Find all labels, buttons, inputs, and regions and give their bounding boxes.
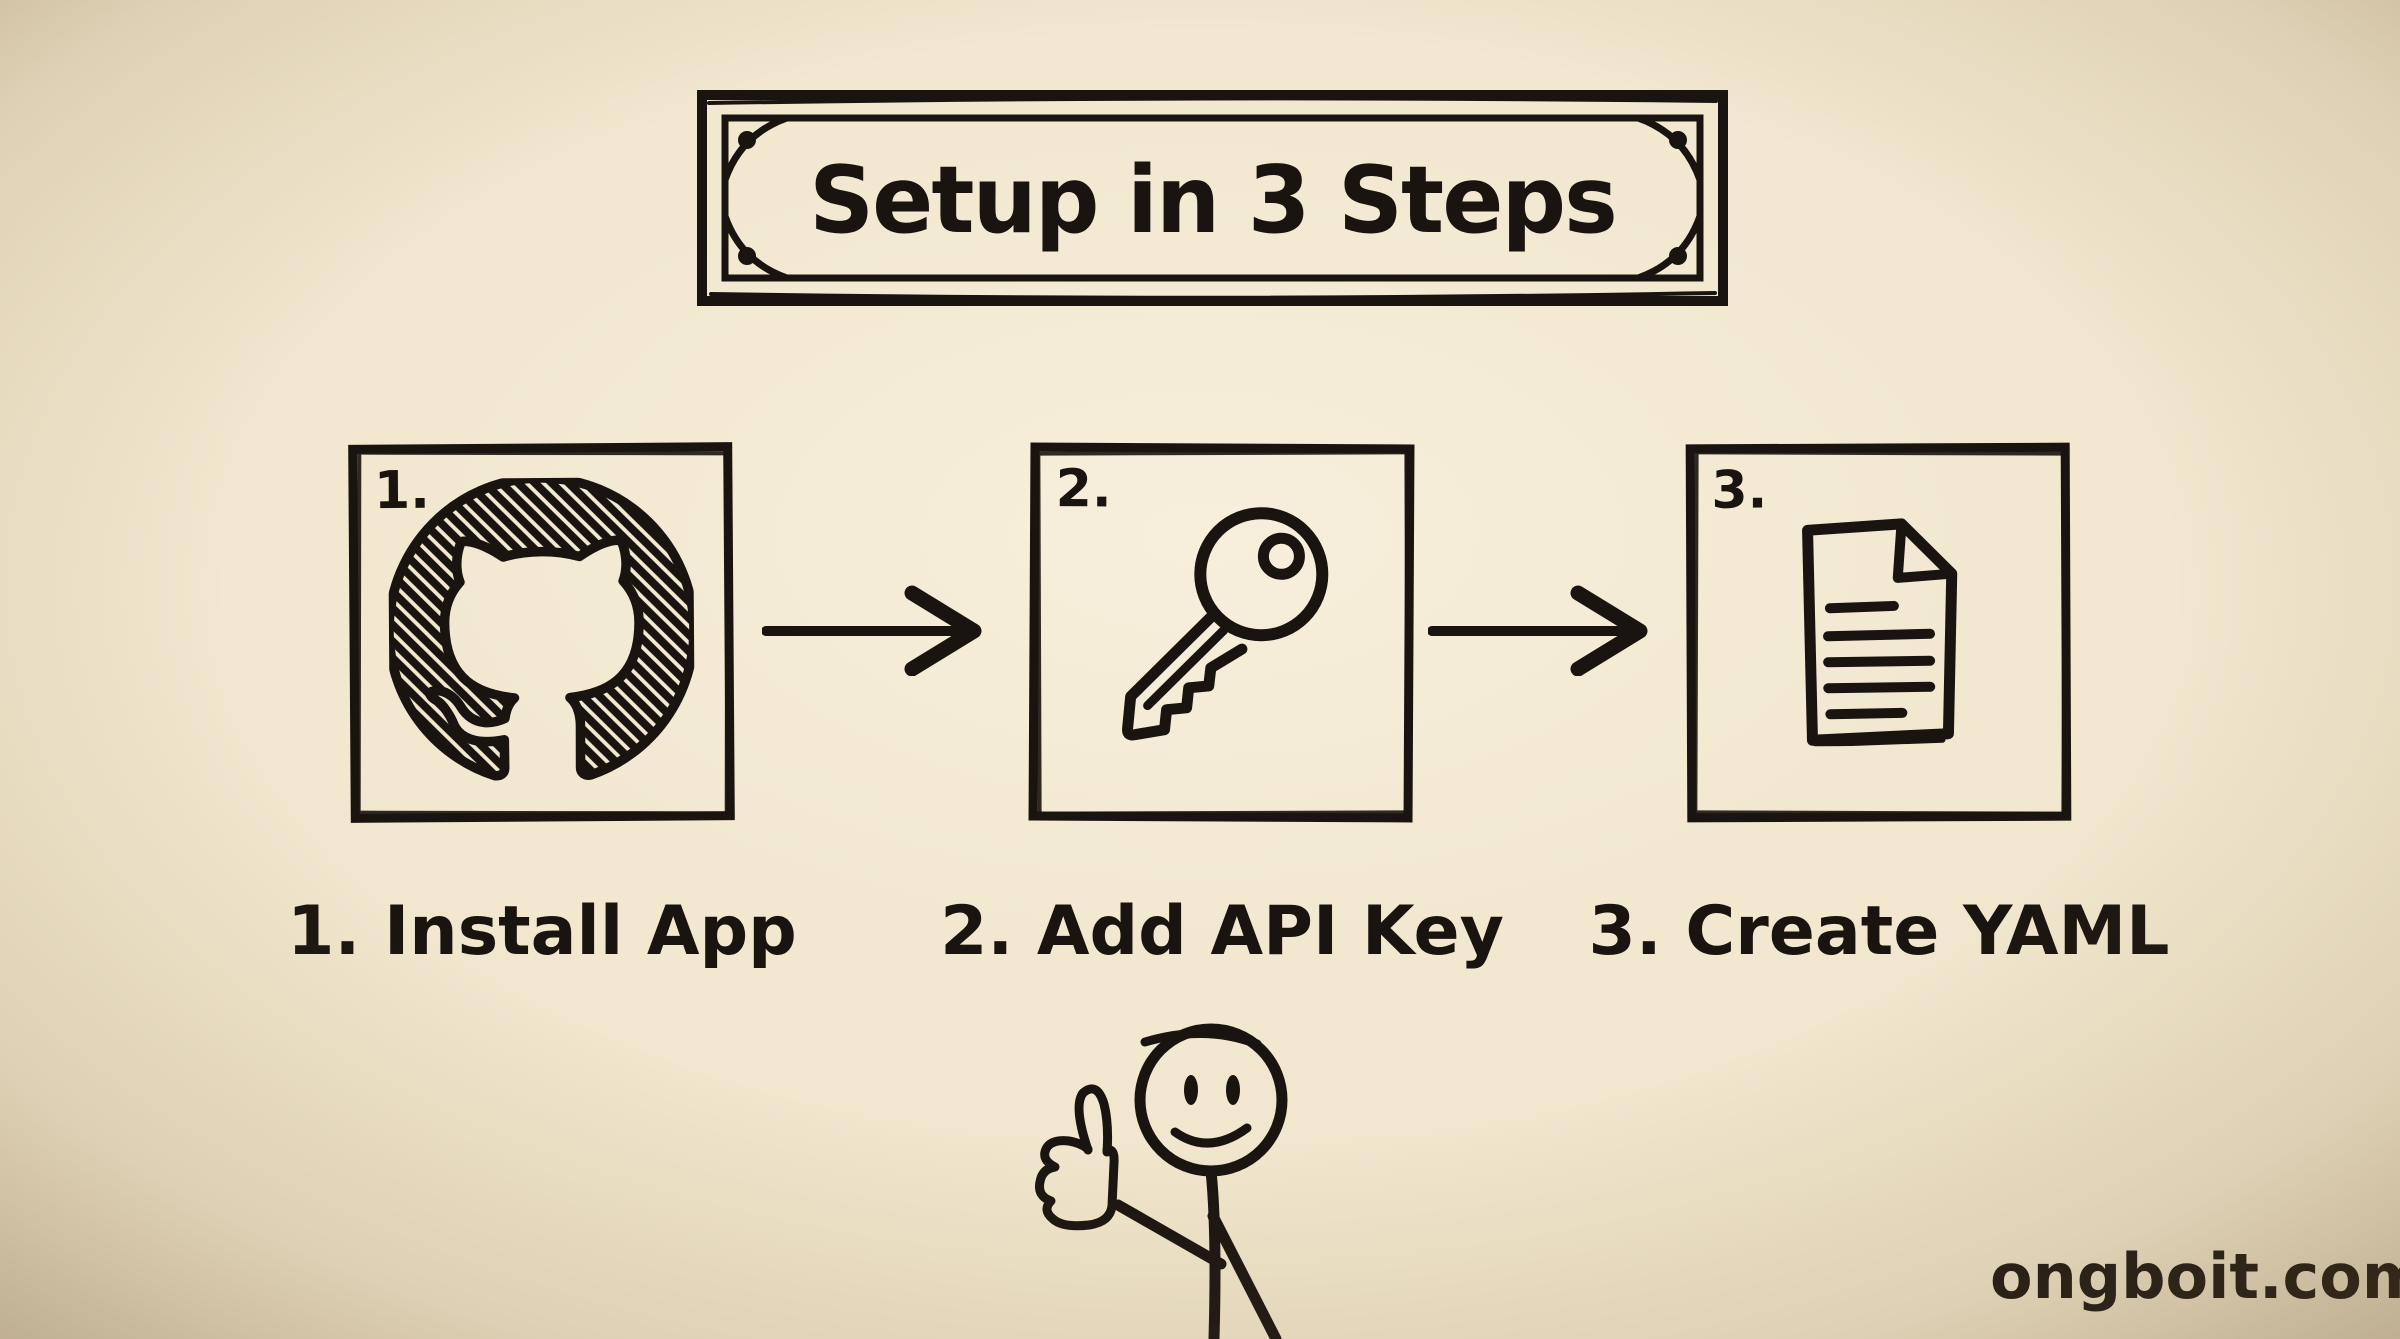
watermark: ongboit.com (1990, 1240, 2400, 1313)
sketch-box-frame (1685, 442, 2072, 823)
yaml-file-icon (1802, 518, 1958, 747)
step-box-2: 2. (1026, 439, 1418, 827)
step-caption-2: 2. Add API Key (940, 891, 1504, 971)
page-title: Setup in 3 Steps (809, 146, 1618, 254)
banner-frame (697, 90, 1728, 306)
step-caption-3: 3. Create YAML (1588, 891, 2170, 971)
sketch-box-frame (1028, 442, 1415, 823)
step-box-3: 3. (1683, 439, 2075, 827)
step-caption-1: 1. Install App (287, 891, 797, 971)
step-number: 3. (1711, 460, 1768, 521)
title-banner: Setup in 3 Steps (695, 88, 1730, 308)
arrow-right-icon (1428, 585, 1648, 676)
arrow-right-icon (762, 585, 982, 676)
stick-figure-thumbs-up-icon (1035, 1023, 1288, 1339)
github-logo-icon (387, 476, 696, 781)
step-box-1: 1. (346, 439, 739, 828)
key-icon (1121, 507, 1329, 741)
sketch-box-frame (348, 442, 735, 823)
